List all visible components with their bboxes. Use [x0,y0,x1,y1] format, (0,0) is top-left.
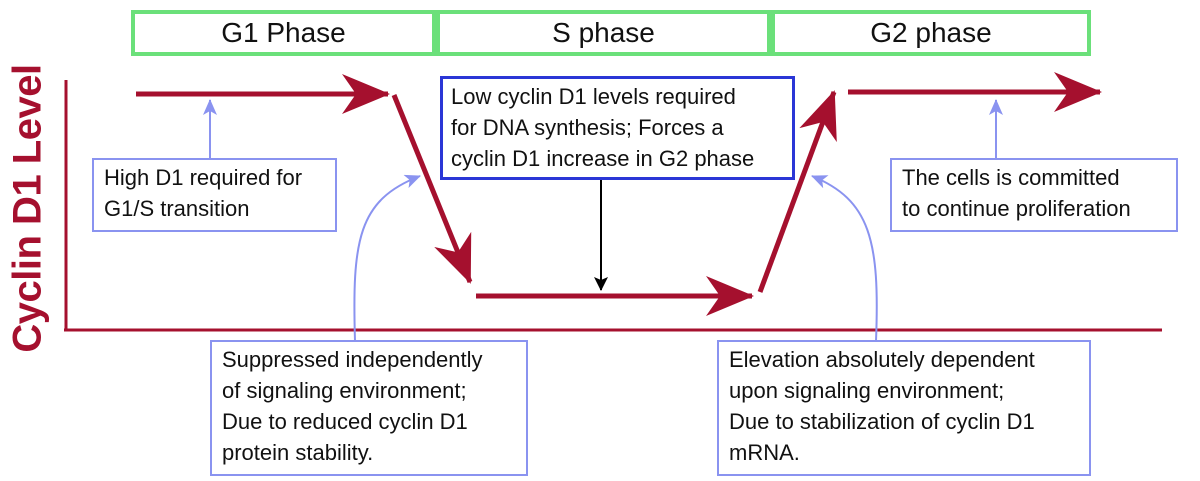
note-g2-committed: The cells is committed to continue proli… [890,158,1178,232]
phase-g1-box: G1 Phase [131,10,436,56]
phase-g2-box: G2 phase [771,10,1091,56]
note-g1-high-d1: High D1 required for G1/S transition [92,158,337,232]
note-s-low-d1: Low cyclin D1 levels required for DNA sy… [440,76,795,180]
phase-s-label: S phase [552,17,655,48]
phase-g1-label: G1 Phase [221,17,346,48]
connector-suppressed-note [353,174,421,342]
connector-elevation-note [811,175,878,342]
y-axis-label-wrap: Cyclin D1 Level [5,58,50,358]
level-arrow-g2-rise [757,90,837,293]
phase-g2-label: G2 phase [870,17,992,48]
level-arrow-g1-decline [391,94,473,284]
y-axis-label: Cyclin D1 Level [5,63,50,353]
phase-s-box: S phase [436,10,771,56]
note-suppressed: Suppressed independently of signaling en… [210,340,528,476]
note-elevation: Elevation absolutely dependent upon sign… [717,340,1091,476]
